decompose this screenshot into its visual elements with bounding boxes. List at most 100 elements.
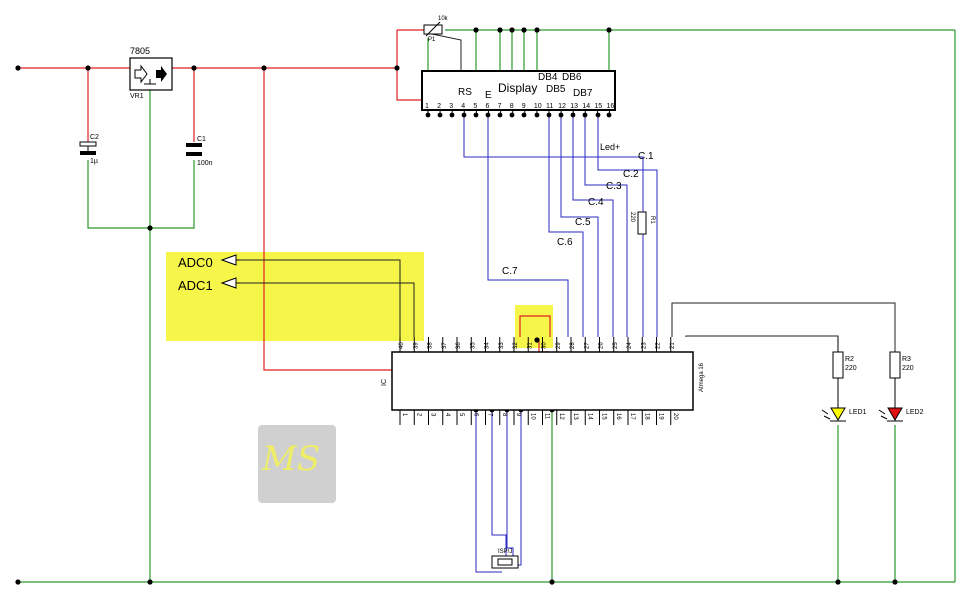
display-pin-number: 1 <box>425 103 429 110</box>
mcu-bottom-pin-number: 6 <box>472 413 478 417</box>
mcu-top-pin-number: 29 <box>556 342 562 349</box>
mcu-bottom-pin-number: 16 <box>615 413 621 420</box>
voltage-regulator: 7805 VR1 <box>129 46 173 100</box>
mcu-top-pin-number: 31 <box>527 342 533 349</box>
capacitor-c1-value: 100n <box>197 160 213 167</box>
display-pin-number: 5 <box>473 103 477 110</box>
mcu-bottom-pin-number: 3 <box>430 413 436 417</box>
net-labels: C.1 C.2 C.3 C.4 C.5 C.6 C.7 <box>502 151 654 277</box>
mcu-bottom-pin-number: 1 <box>401 413 407 417</box>
regulator-part-label: 7805 <box>130 46 150 56</box>
mcu-bottom-pin-number: 19 <box>658 413 664 420</box>
capacitor-c2: C2 1µ <box>79 134 99 165</box>
mcu-bottom-pin-number: 13 <box>572 413 578 420</box>
potentiometer-ref: P1 <box>428 37 436 43</box>
net-label-c4: C.4 <box>588 197 604 208</box>
mcu-bottom-pin-number: 10 <box>529 413 535 420</box>
display-e-label: E <box>485 90 492 101</box>
resistor-r1-value: 220 <box>629 212 635 223</box>
led2-ref: LED2 <box>906 409 924 416</box>
ms-logo: MS <box>258 425 336 503</box>
mcu-bottom-pin-number: 18 <box>643 413 649 420</box>
mcu-bottom-pin-number: 4 <box>444 413 450 417</box>
potentiometer: 10k P1 <box>423 16 449 43</box>
mcu-bottom-pin-number: 2 <box>415 413 421 417</box>
adc0-label: ADC0 <box>178 255 213 270</box>
led-plus-label: Led+ <box>600 142 620 152</box>
display-pin-number: 8 <box>510 103 514 110</box>
display-pin-number: 3 <box>449 103 453 110</box>
resistor-r3-ref: R3 <box>902 356 911 363</box>
mcu-top-pin-number: 37 <box>442 342 448 349</box>
mcu-top-pin-number: 24 <box>627 342 633 349</box>
mcu-top-pin-number: 39 <box>413 342 419 349</box>
mcu-bottom-pin-number: 9 <box>515 413 521 417</box>
jumper-ref: ISP/J <box>498 549 512 555</box>
led1-ref: LED1 <box>849 409 867 416</box>
net-label-c1: C.1 <box>638 151 654 162</box>
mcu-name-label: Atmega 16 <box>699 362 705 392</box>
mcu-bottom-pin-number: 7 <box>487 413 493 417</box>
resistor-r2-ref: R2 <box>845 356 854 363</box>
display-label: Display <box>498 81 537 95</box>
mcu-bottom-pin-number: 5 <box>458 413 464 417</box>
capacitor-c1: C1 100n <box>186 136 213 167</box>
mcu-top-pin-number: 38 <box>428 342 434 349</box>
display-pin-number: 12 <box>558 103 566 110</box>
display-pin-number: 2 <box>437 103 441 110</box>
mcu-bottom-pin-number: 14 <box>586 413 592 420</box>
display-pin-number: 9 <box>522 103 526 110</box>
pin31-highlight <box>515 305 553 348</box>
mcu-top-pin-number: 23 <box>641 342 647 349</box>
mcu-top-pin-number: 28 <box>570 342 576 349</box>
mcu-bottom-pin-number: 8 <box>501 413 507 417</box>
display-pin-number: 13 <box>570 103 578 110</box>
net-label-c6: C.6 <box>557 237 573 248</box>
led2-diode-icon <box>887 407 903 421</box>
adc1-label: ADC1 <box>178 278 213 293</box>
mcu-top-pin-number: 25 <box>613 342 619 349</box>
jumper-connector: ISP/J <box>491 549 519 569</box>
capacitor-c2-value: 1µ <box>90 158 98 165</box>
display-pin-number: 16 <box>607 103 615 110</box>
regulator-input-arrow-icon <box>134 64 148 84</box>
display-pin-number: 6 <box>486 103 490 110</box>
display-pin-number: 14 <box>582 103 590 110</box>
resistor-r2: R2 220 <box>832 337 857 408</box>
led1: LED1 <box>821 407 867 422</box>
resistor-r1-ref: R1 <box>649 216 655 224</box>
regulator-ref-label: VR1 <box>130 93 144 100</box>
led2: LED2 <box>878 407 924 422</box>
mcu-bottom-pin-number: 12 <box>558 413 564 420</box>
mcu-top-pin-number: 36 <box>456 342 462 349</box>
mcu-top-pin-number: 33 <box>499 342 505 349</box>
display-db4-label: DB4 <box>538 72 558 83</box>
capacitor-c2-ref: C2 <box>90 134 99 141</box>
mcu-top-pin-number: 30 <box>542 342 548 349</box>
resistor-r3: R3 220 <box>889 351 914 408</box>
net-label-c5: C.5 <box>575 217 591 228</box>
mcu-top-pin-number: 34 <box>485 342 491 349</box>
mcu-top-pin-number: 21 <box>670 342 676 349</box>
mcu-top-pin-number: 27 <box>584 342 590 349</box>
resistor-r2-value: 220 <box>845 365 857 372</box>
display-pin-number: 7 <box>498 103 502 110</box>
adc-ports: ADC0 ADC1 <box>178 254 240 293</box>
mcu-bottom-pin-number: 11 <box>544 413 550 420</box>
net-label-c2: C.2 <box>623 169 639 180</box>
mcu-top-pin-number: 40 <box>399 342 405 349</box>
display-db6-label: DB6 <box>562 72 582 83</box>
mcu-top-pin-number: 35 <box>470 342 476 349</box>
ground-net <box>18 29 956 583</box>
mcu-top-pin-number: 32 <box>513 342 519 349</box>
adc-highlight <box>166 252 424 341</box>
display-pin-number: 10 <box>534 103 542 110</box>
mcu-bottom-pin-number: 20 <box>672 413 678 420</box>
mcu-ref-label: IC <box>381 379 388 386</box>
display-db5-label: DB5 <box>546 84 566 95</box>
logo-text: MS <box>261 439 320 479</box>
